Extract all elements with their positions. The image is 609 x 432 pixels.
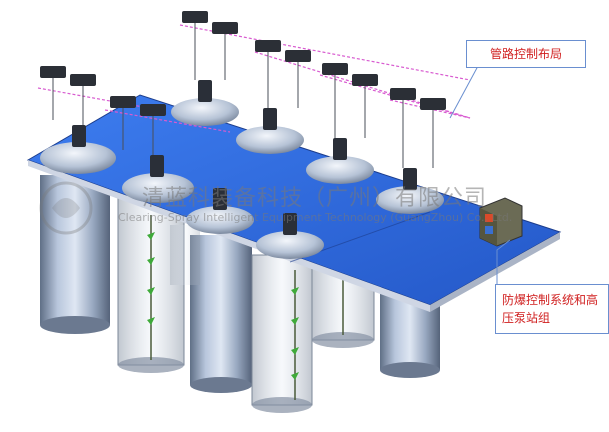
control-cabinet [479,197,523,247]
valve-units [40,11,446,116]
tank-domes [40,98,444,259]
callout-piping-layout: 管路控制布局 [466,40,586,68]
company-logo-watermark [39,181,93,235]
callout-explosion-proof-system: 防爆控制系统和高压泵站组 [495,284,609,334]
watermark-company-cn: 清蓝科装备科技（广州）有限公司 [142,186,488,211]
mixer-motors [72,80,417,235]
mounting-platform [26,94,562,312]
drop-pipes [52,23,434,168]
agitator-blades [147,232,299,380]
watermark-company-en: Clearing-Spray Intelligent Equipment Tec… [118,211,513,224]
piping-rails [37,24,471,133]
tank-cylinders [40,175,440,413]
